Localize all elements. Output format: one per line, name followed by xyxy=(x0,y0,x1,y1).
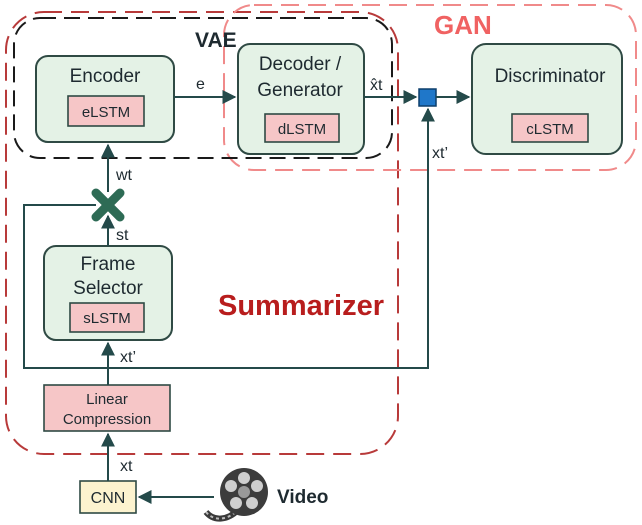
summarizer-region xyxy=(5,11,399,455)
linear-compression-line1: Linear xyxy=(86,391,128,408)
xprime-left-label: xt’ xyxy=(120,349,136,366)
feature-bus-line xyxy=(23,204,108,369)
video-label: Video xyxy=(277,487,328,508)
dlstm-label: dLSTM xyxy=(278,121,326,138)
linear-compression-line2: Compression xyxy=(63,411,151,428)
gan-region xyxy=(223,4,637,171)
frame-selector-title-line2: Selector xyxy=(73,278,143,299)
slstm-box xyxy=(69,302,145,333)
discriminator-title: Discriminator xyxy=(495,66,607,87)
gan-label: GAN xyxy=(434,10,492,40)
elstm-label: eLSTM xyxy=(82,104,130,121)
junction-node xyxy=(418,88,437,107)
xt-input-label: xt xyxy=(120,458,133,475)
vae-region xyxy=(13,17,393,159)
cnn-label: CNN xyxy=(91,490,126,507)
decoder-title-line2: Generator xyxy=(257,80,343,101)
summarizer-label: Summarizer xyxy=(218,290,384,322)
xprime-right-label: xt’ xyxy=(432,145,448,162)
slstm-label: sLSTM xyxy=(83,310,131,327)
feature-to-junction-arrow xyxy=(108,107,435,369)
decoder-title-line1: Decoder / xyxy=(259,54,342,75)
encoder-title: Encoder xyxy=(70,66,141,87)
frame-selector-title-line1: Frame xyxy=(81,254,136,275)
cnn-block xyxy=(79,480,137,514)
linear-compression-block xyxy=(43,384,171,432)
elstm-box xyxy=(67,95,145,127)
e-label: e xyxy=(196,76,205,93)
vae-label: VAE xyxy=(195,29,237,52)
st-label: st xyxy=(116,227,129,244)
dlstm-box xyxy=(264,113,340,143)
multiply-icon xyxy=(91,188,125,222)
xhat-label: x̂t xyxy=(370,77,383,94)
film-reel-icon xyxy=(203,468,268,522)
wt-label: wt xyxy=(115,167,133,184)
clstm-box xyxy=(511,113,589,143)
clstm-label: cLSTM xyxy=(526,121,574,138)
